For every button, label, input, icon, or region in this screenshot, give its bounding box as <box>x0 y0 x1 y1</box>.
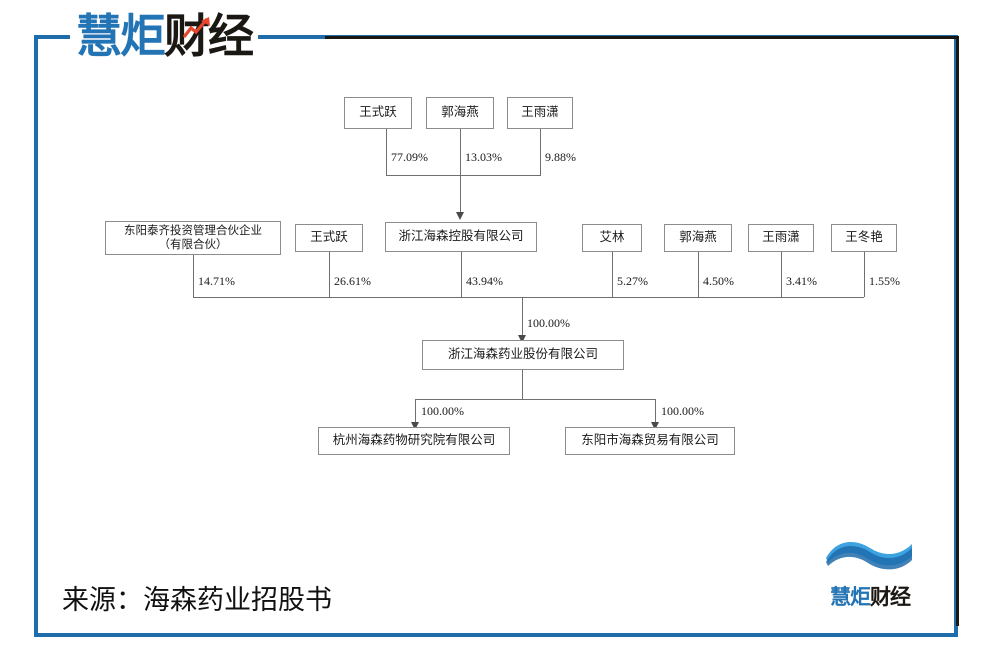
connector-issuer-stem <box>522 370 523 399</box>
pct-subsidiary-0: 100.00% <box>421 404 464 418</box>
watermark-logo: 慧炬财经 <box>805 528 935 608</box>
arrowhead-tier2-to-issuer <box>518 335 526 343</box>
pct-tier1-0: 77.09% <box>391 150 428 164</box>
pct-tier2-6: 1.55% <box>869 274 900 288</box>
node-tier2-6: 王冬艳 <box>831 224 897 252</box>
arrowhead-subsidiary-1 <box>651 422 659 430</box>
pct-tier2-3: 5.27% <box>617 274 648 288</box>
node-tier2-4: 郭海燕 <box>664 224 732 252</box>
header-logo-blue-text: 慧炬 <box>76 9 166 63</box>
node-tier1-1: 郭海燕 <box>426 97 494 129</box>
node-issuer: 浙江海森药业股份有限公司 <box>422 340 624 370</box>
bus-tier1 <box>386 175 541 176</box>
header-logo: 慧炬 财经 <box>70 8 258 64</box>
pct-tier2-0: 14.71% <box>198 274 235 288</box>
connector-tier2-2 <box>461 252 462 297</box>
bus-tier2 <box>193 297 864 298</box>
connector-tier1-to-holding <box>460 175 461 213</box>
watermark-text: 慧炬财经 <box>805 587 935 608</box>
pct-tier2-5: 3.41% <box>786 274 817 288</box>
node-tier1-2: 王雨潇 <box>507 97 573 129</box>
arrowhead-tier1-to-holding <box>456 212 464 220</box>
connector-tier2-3 <box>612 252 613 297</box>
arrowhead-subsidiary-0 <box>411 422 419 430</box>
connector-tier1-0 <box>386 129 387 175</box>
connector-tier2-5 <box>781 252 782 297</box>
header-logo-dark-text: 财经 <box>164 9 254 63</box>
watermark-dark-text: 财经 <box>870 585 911 609</box>
connector-tier1-1 <box>460 129 461 175</box>
lens-mark-icon <box>826 542 912 570</box>
pct-tier1-2: 9.88% <box>545 150 576 164</box>
connector-tier1-2 <box>540 129 541 175</box>
connector-subsidiary-0 <box>415 399 416 423</box>
node-subsidiary-1: 东阳市海森贸易有限公司 <box>565 427 735 455</box>
pct-issuer-100: 100.00% <box>527 316 570 330</box>
watermark-blue-text: 慧炬 <box>830 585 871 609</box>
connector-tier2-1 <box>329 252 330 297</box>
node-tier2-0: 东阳泰齐投资管理合伙企业 （有限合伙） <box>105 221 281 255</box>
pct-tier2-1: 26.61% <box>334 274 371 288</box>
bus-subsidiaries <box>415 399 655 400</box>
connector-tier2-6 <box>864 252 865 297</box>
pct-tier1-1: 13.03% <box>465 150 502 164</box>
connector-subsidiary-1 <box>655 399 656 423</box>
node-tier1-0: 王式跃 <box>344 97 412 129</box>
node-tier2-3: 艾林 <box>582 224 642 252</box>
node-tier2-5: 王雨潇 <box>748 224 814 252</box>
node-tier2-1: 王式跃 <box>295 224 363 252</box>
node-tier2-2: 浙江海森控股有限公司 <box>385 222 537 252</box>
pct-subsidiary-1: 100.00% <box>661 404 704 418</box>
connector-tier2-to-issuer <box>522 297 523 336</box>
source-caption: 来源：海森药业招股书 <box>62 585 332 616</box>
pct-tier2-4: 4.50% <box>703 274 734 288</box>
connector-tier2-4 <box>698 252 699 297</box>
node-subsidiary-0: 杭州海森药物研究院有限公司 <box>318 427 510 455</box>
pct-tier2-2: 43.94% <box>466 274 503 288</box>
connector-tier2-0 <box>193 255 194 297</box>
